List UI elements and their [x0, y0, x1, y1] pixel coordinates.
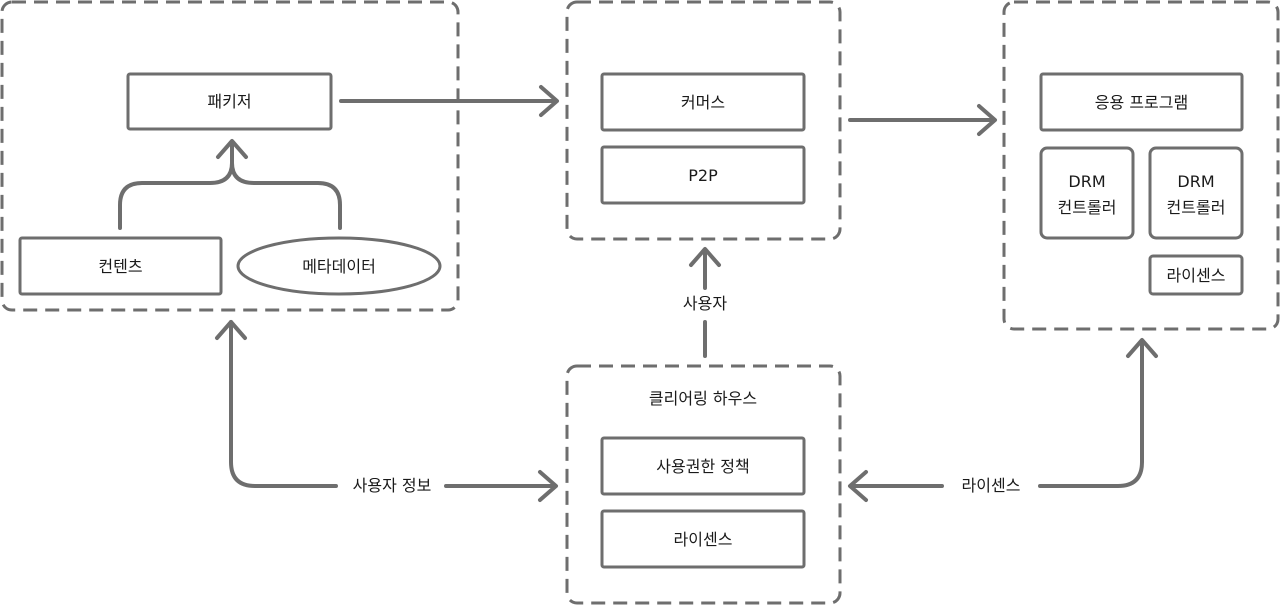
license-arrow-head-up [1126, 338, 1158, 358]
drm-controller-2-line2: 컨트롤러 [1167, 198, 1226, 217]
merge-arrow-head [216, 139, 248, 159]
user-arrow-label: 사용자 [683, 294, 727, 313]
distribution-to-client-arrow [848, 104, 997, 136]
user-info-label: 사용자 정보 [353, 476, 432, 495]
license-arrow-label: 라이센스 [962, 476, 1021, 495]
metadata-label: 메타데이터 [302, 257, 376, 276]
commerce-label: 커머스 [681, 93, 725, 112]
clearing-house-group [565, 364, 842, 605]
packager-box [126, 72, 333, 131]
client-license-label: 라이센스 [1167, 266, 1226, 285]
license-arrow-head-left [848, 470, 868, 502]
client-group [1002, 0, 1280, 331]
application-box [1039, 72, 1244, 132]
metadata-ellipse [236, 236, 442, 296]
user-info-arrow-head-right [538, 470, 558, 502]
user-arrow [689, 247, 721, 358]
clearing-license-label: 라이센스 [674, 530, 733, 549]
distribution-group [565, 0, 842, 241]
drm-controller-2-line1: DRM [1177, 172, 1214, 191]
clearing-license-box [600, 509, 806, 569]
merge-arrow [118, 141, 342, 230]
user-info-arrow-head-up [215, 320, 247, 340]
usage-rights-policy-box [600, 436, 806, 496]
client-license-box [1148, 254, 1244, 296]
drm-controller-1-line1: DRM [1068, 172, 1105, 191]
p2p-label: P2P [688, 166, 718, 185]
commerce-box [600, 72, 806, 132]
drm-controller-box-2 [1148, 146, 1244, 240]
p2p-box [600, 145, 806, 205]
clearing-house-title: 클리어링 하우스 [649, 389, 757, 408]
application-label: 응용 프로그램 [1095, 93, 1188, 112]
user-info-arrow [229, 320, 556, 488]
content-label: 컨텐츠 [98, 257, 142, 276]
license-arrow [850, 340, 1144, 488]
content-box [18, 236, 223, 296]
packaging-group [0, 0, 460, 312]
usage-rights-policy-label: 사용권한 정책 [656, 457, 749, 476]
drm-controller-box-1 [1039, 146, 1135, 240]
packager-label: 패키저 [207, 92, 251, 111]
drm-controller-1-line2: 컨트롤러 [1058, 198, 1117, 217]
packager-to-distribution-arrow [339, 85, 559, 117]
